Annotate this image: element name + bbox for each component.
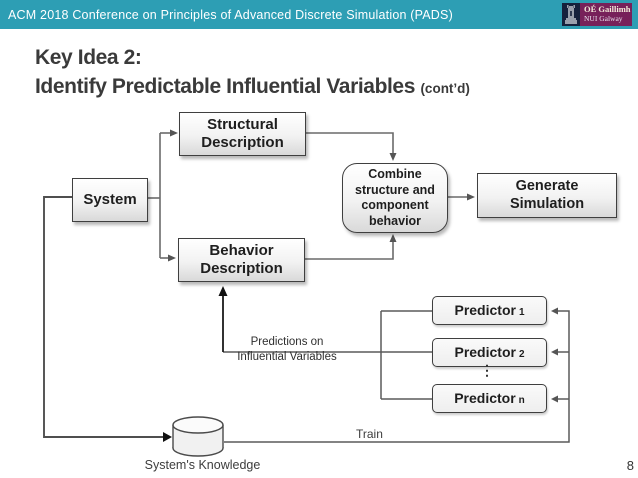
title-line-2: Identify Predictable Influential Variabl…: [35, 72, 470, 103]
page-number: 8: [626, 458, 634, 473]
tower-glyph: [565, 5, 577, 24]
predictor-lines: [223, 310, 570, 443]
black-arrowheads: [163, 286, 228, 442]
logo-name-english: NUI Galway: [584, 13, 623, 23]
predictor-n-subscript: n: [518, 395, 525, 407]
box-combine-structure-behavior: Combine structure and component behavior: [342, 163, 448, 233]
box-predictor-n: Predictor n: [432, 384, 547, 413]
university-logo: OÉ Gaillimh NUI Galway: [562, 3, 632, 26]
box-predictor-1: Predictor 1: [432, 296, 547, 325]
title-line-1: Key Idea 2:: [35, 46, 142, 69]
conference-title: ACM 2018 Conference on Principles of Adv…: [8, 7, 453, 22]
header-bar: ACM 2018 Conference on Principles of Adv…: [0, 0, 638, 29]
box-generate-simulation: Generate Simulation: [477, 173, 617, 218]
label-predictions-line1: Predictions on: [250, 336, 324, 348]
predictor-1-subscript: 1: [518, 307, 525, 319]
logo-name-irish: OÉ Gaillimh: [584, 4, 631, 14]
slide-title: Key Idea 2: Identify Predictable Influen…: [35, 43, 470, 103]
label-predictions: Predictions on Influential Variables: [213, 335, 361, 365]
arrowheads: [168, 129, 558, 403]
database-cylinder-icon: [172, 416, 224, 457]
label-train: Train: [356, 427, 383, 441]
flow-lines: [148, 132, 468, 260]
predictor-n-label: Predictor: [454, 389, 516, 406]
predictor-1-label: Predictor: [454, 301, 516, 318]
label-systems-knowledge: System's Knowledge: [144, 458, 261, 472]
predictor-2-label: Predictor: [454, 343, 516, 360]
box-behavior-description: Behavior Description: [178, 238, 305, 282]
title-contd: (cont’d): [420, 81, 470, 96]
nui-galway-tower-icon: [562, 3, 580, 26]
system-knowledge-line: [43, 196, 163, 438]
box-system: System: [72, 178, 148, 222]
predictor-ellipsis: ⋮: [480, 362, 494, 378]
box-predictor-2: Predictor 2: [432, 338, 547, 367]
label-predictions-line2: Influential Variables: [237, 351, 337, 363]
predictor-2-subscript: 2: [518, 349, 525, 361]
title-line-2-text: Identify Predictable Influential Variabl…: [35, 75, 415, 98]
logo-text: OÉ Gaillimh NUI Galway: [580, 3, 632, 26]
box-structural-description: Structural Description: [179, 112, 306, 156]
